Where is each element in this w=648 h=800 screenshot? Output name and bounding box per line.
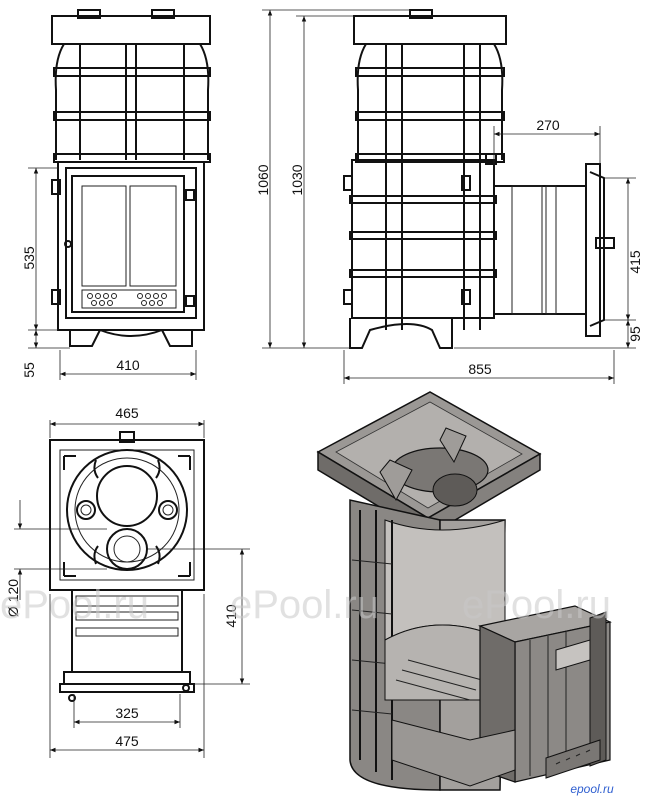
dim-side-415: 415	[627, 250, 643, 274]
top-dimensions: 465 Ø 120 410 325 475	[5, 405, 250, 758]
front-dimensions: 535 55 410	[21, 167, 197, 380]
dim-front-535: 535	[21, 246, 37, 270]
dim-top-325: 325	[115, 705, 139, 721]
front-view	[51, 9, 211, 347]
dim-side-1030: 1030	[289, 164, 305, 195]
dim-side-95: 95	[627, 326, 643, 342]
side-dimensions: 1060 1030 270 415 95 855	[255, 9, 643, 384]
watermark-3: ePool.ru	[462, 583, 611, 627]
dim-side-270: 270	[536, 117, 560, 133]
dim-top-465: 465	[115, 405, 139, 421]
side-view	[343, 9, 615, 349]
top-view	[49, 431, 205, 702]
dim-side-855: 855	[468, 361, 492, 377]
epool-logo: epool.ru	[570, 782, 614, 796]
dim-top-410: 410	[223, 604, 239, 628]
watermark-2: ePool.ru	[230, 583, 379, 627]
ash-door-vents	[87, 293, 167, 306]
dim-top-120: Ø 120	[5, 579, 21, 617]
dim-front-410: 410	[116, 357, 140, 373]
dim-top-475: 475	[115, 733, 139, 749]
dim-side-1060: 1060	[255, 164, 271, 195]
watermark-1: ePool.ru	[0, 583, 149, 627]
watermarks: ePool.ru ePool.ru ePool.ru	[0, 583, 611, 627]
dim-front-55: 55	[21, 362, 37, 378]
section-view-3d	[316, 391, 612, 791]
